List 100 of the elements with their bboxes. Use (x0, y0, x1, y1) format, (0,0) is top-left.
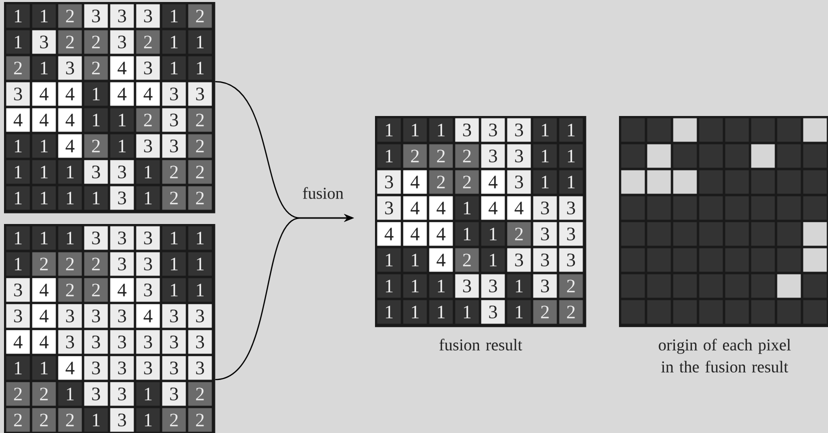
grid-cell: 3 (84, 4, 108, 28)
grid-cell: 1 (6, 356, 30, 380)
grid-cell: 3 (136, 356, 160, 380)
grid-cell: 3 (162, 382, 186, 406)
grid-cell: 3 (110, 160, 134, 184)
grid-cell: 2 (188, 4, 212, 28)
grid-cell: 2 (188, 382, 212, 406)
grid-cell: 1 (507, 300, 531, 324)
grid-cell: 2 (507, 222, 531, 246)
grid-cell: 1 (162, 4, 186, 28)
grid-cell: 3 (6, 82, 30, 106)
grid-cell: 1 (58, 186, 82, 210)
grid-cell: 1 (507, 274, 531, 298)
grid-cell: 2 (136, 30, 160, 54)
grid-cell: 2 (6, 408, 30, 432)
grid-cell: 3 (162, 304, 186, 328)
grid-cell: 2 (32, 408, 56, 432)
grid-cell: 3 (162, 134, 186, 158)
grid-cell: 4 (110, 278, 134, 302)
grid-cell: 1 (32, 56, 56, 80)
grid-cell: 3 (136, 278, 160, 302)
grid-cell: 2 (162, 186, 186, 210)
grid-cell: 3 (507, 170, 531, 194)
grid-cell: 1 (6, 30, 30, 54)
grid-cell: 2 (32, 252, 56, 276)
grid-cell: 1 (429, 118, 453, 142)
grid-cell: 2 (188, 186, 212, 210)
grid-cell: 4 (429, 196, 453, 220)
grid-cell: 3 (481, 118, 505, 142)
grid-cell: 1 (32, 4, 56, 28)
grid-cell: 1 (559, 144, 583, 168)
grid-cell: 4 (6, 330, 30, 354)
grid-cell: 1 (32, 134, 56, 158)
grid-cell: 3 (481, 300, 505, 324)
grid-cell: 4 (32, 304, 56, 328)
grid-cell: 3 (481, 274, 505, 298)
grid-cell: 2 (455, 170, 479, 194)
grid-cell: 4 (32, 108, 56, 132)
grid-cell: 2 (32, 382, 56, 406)
grid-cell: 2 (84, 252, 108, 276)
grid-cell: 1 (559, 170, 583, 194)
grid-cell: 2 (429, 170, 453, 194)
grid-cell: 3 (110, 226, 134, 250)
grid-cell: 2 (559, 300, 583, 324)
grid-cell: 1 (6, 134, 30, 158)
grid-cell: 3 (84, 356, 108, 380)
grid-cell: 1 (84, 408, 108, 432)
grid-cell: 1 (58, 160, 82, 184)
grid-cell: 2 (58, 278, 82, 302)
grid-cell: 4 (58, 356, 82, 380)
grid-cell: 4 (481, 196, 505, 220)
grid-cell: 3 (559, 222, 583, 246)
grid-cell: 3 (188, 82, 212, 106)
grid-cell: 2 (455, 144, 479, 168)
grid-cell: 1 (188, 56, 212, 80)
grid-cell: 4 (58, 108, 82, 132)
grid-cell: 3 (58, 304, 82, 328)
grid-cell: 1 (6, 4, 30, 28)
grid-cell: 2 (429, 144, 453, 168)
grid-cell: 1 (188, 252, 212, 276)
grid-cell: 1 (162, 252, 186, 276)
grid-cell: 3 (188, 330, 212, 354)
grid-cell: 1 (188, 278, 212, 302)
grid-cell: 1 (162, 226, 186, 250)
grid-cell: 2 (58, 252, 82, 276)
grid-cell: 4 (481, 170, 505, 194)
grid-cell: 2 (533, 300, 557, 324)
grid-cell: 3 (32, 30, 56, 54)
grid-cell: 1 (58, 382, 82, 406)
grid-cell: 2 (6, 382, 30, 406)
grid-cell: 3 (136, 330, 160, 354)
grid-cell: 3 (84, 304, 108, 328)
grid-cell: 1 (377, 300, 401, 324)
grid-cell: 1 (188, 226, 212, 250)
grid-cell: 1 (377, 144, 401, 168)
grid-cell: 3 (162, 82, 186, 106)
grid-cell: 3 (84, 330, 108, 354)
grid-cell: 1 (455, 300, 479, 324)
grid-cell: 3 (136, 226, 160, 250)
grid-cell: 3 (110, 304, 134, 328)
grid-cell: 3 (110, 408, 134, 432)
grid-cell: 3 (6, 304, 30, 328)
grid-cell: 2 (84, 56, 108, 80)
grid-cell: 1 (136, 186, 160, 210)
grid-cell: 1 (32, 186, 56, 210)
grid-cell: 2 (6, 56, 30, 80)
grid-cell: 1 (559, 118, 583, 142)
grid-cell: 2 (84, 278, 108, 302)
grid-cell: 1 (533, 144, 557, 168)
grid-cell: 2 (58, 30, 82, 54)
grid-cell: 1 (58, 226, 82, 250)
grid-cell: 4 (429, 222, 453, 246)
grid-cell: 3 (6, 278, 30, 302)
grid-cell: 3 (377, 196, 401, 220)
grid-cell: 3 (136, 134, 160, 158)
grid-cell: 2 (455, 248, 479, 272)
grid-cell: 1 (32, 356, 56, 380)
grid-cell: 2 (188, 160, 212, 184)
grid-cell: 1 (6, 252, 30, 276)
grid-cell: 2 (162, 408, 186, 432)
